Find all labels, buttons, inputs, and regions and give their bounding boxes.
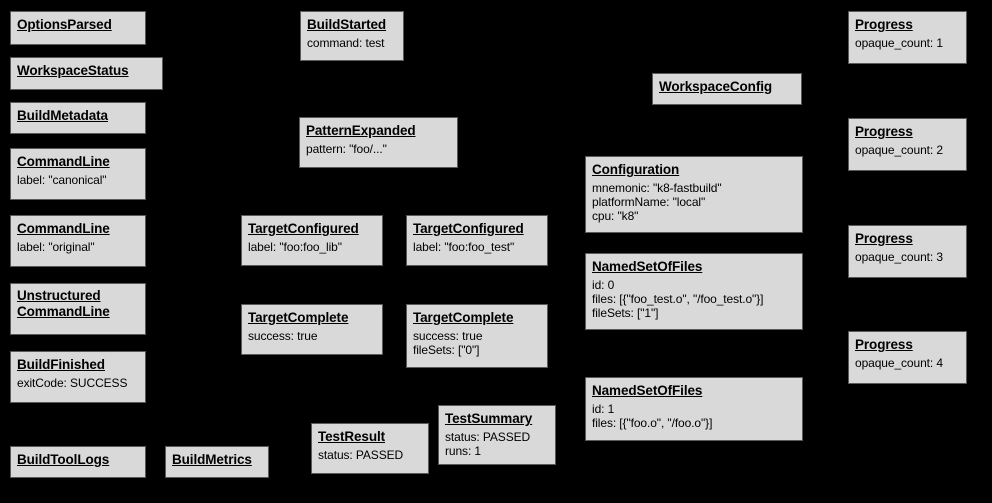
graph-node-build-metrics[interactable]: BuildMetrics <box>165 446 269 478</box>
graph-node-progress-3[interactable]: Progress opaque_count: 3 <box>848 225 967 278</box>
graph-node-fields: exitCode: SUCCESS <box>17 376 139 390</box>
graph-node-fields: label: "foo:foo_test" <box>413 240 541 254</box>
graph-node-build-tool-logs[interactable]: BuildToolLogs <box>10 446 146 478</box>
graph-node-title: Progress <box>855 124 913 139</box>
graph-node-title: TestSummary <box>445 411 533 426</box>
graph-node-field: platformName: "local" <box>592 195 706 210</box>
graph-node-build-metadata[interactable]: BuildMetadata <box>10 102 146 134</box>
graph-node-title: Progress <box>855 231 913 246</box>
graph-node-progress-2[interactable]: Progress opaque_count: 2 <box>848 118 967 171</box>
graph-node-progress-1[interactable]: Progress opaque_count: 1 <box>848 11 967 64</box>
graph-node-title: OptionsParsed <box>17 17 112 32</box>
graph-node-title: TestResult <box>318 429 386 444</box>
graph-node-title: CommandLine <box>17 154 110 169</box>
graph-node-field: label: "foo:foo_test" <box>413 239 515 254</box>
graph-node-title: BuildFinished <box>17 357 105 372</box>
graph-node-fields: label: "canonical" <box>17 173 139 187</box>
graph-node-fields: mnemonic: "k8-fastbuild"platformName: "l… <box>592 181 796 223</box>
graph-node-fields: opaque_count: 2 <box>855 143 960 157</box>
graph-node-title: Progress <box>855 337 913 352</box>
graph-node-title: BuildStarted <box>307 17 387 32</box>
graph-node-field: opaque_count: 2 <box>855 142 943 157</box>
graph-node-command-line-canonical[interactable]: CommandLine label: "canonical" <box>10 148 146 200</box>
graph-node-field: id: 1 <box>592 401 615 416</box>
graph-node-field: exitCode: SUCCESS <box>17 375 128 390</box>
graph-node-field: runs: 1 <box>445 444 481 459</box>
graph-node-title: TargetConfigured <box>248 221 359 236</box>
graph-node-field: success: true <box>413 328 483 343</box>
graph-node-options-parsed[interactable]: OptionsParsed <box>10 11 146 45</box>
graph-node-progress-4[interactable]: Progress opaque_count: 4 <box>848 331 967 384</box>
graph-node-fields: label: "foo:foo_lib" <box>248 240 376 254</box>
graph-node-fields: opaque_count: 3 <box>855 250 960 264</box>
graph-node-title: TargetComplete <box>248 310 349 325</box>
graph-node-fields: success: true <box>248 329 376 343</box>
graph-node-unstructured-cmdline[interactable]: Unstructured CommandLine <box>10 283 146 335</box>
graph-node-title: BuildMetrics <box>172 452 252 467</box>
graph-node-target-complete-lib[interactable]: TargetComplete success: true <box>241 304 383 355</box>
graph-node-configuration[interactable]: Configuration mnemonic: "k8-fastbuild"pla… <box>585 156 803 233</box>
graph-node-build-finished[interactable]: BuildFinished exitCode: SUCCESS <box>10 351 146 403</box>
graph-node-fields: label: "original" <box>17 240 139 254</box>
graph-node-field: label: "canonical" <box>17 172 107 187</box>
graph-node-command-line-original[interactable]: CommandLine label: "original" <box>10 215 146 267</box>
graph-node-workspace-config[interactable]: WorkspaceConfig <box>652 73 802 105</box>
graph-node-field: pattern: "foo/..." <box>306 141 387 156</box>
graph-node-title: Unstructured CommandLine <box>17 288 110 319</box>
graph-node-fields: status: PASSED <box>318 448 422 462</box>
graph-node-field: files: [{"foo_test.o", "/foo_test.o"}] <box>592 292 764 307</box>
graph-node-field: command: test <box>307 35 385 50</box>
graph-node-field: cpu: "k8" <box>592 209 639 224</box>
graph-node-fields: opaque_count: 4 <box>855 356 960 370</box>
graph-node-field: status: PASSED <box>445 429 531 444</box>
graph-node-title: WorkspaceStatus <box>17 63 129 78</box>
graph-node-title: NamedSetOfFiles <box>592 259 703 274</box>
graph-node-fields: opaque_count: 1 <box>855 36 960 50</box>
graph-node-target-configured-lib[interactable]: TargetConfigured label: "foo:foo_lib" <box>241 215 383 266</box>
graph-node-title: Progress <box>855 17 913 32</box>
graph-node-field: opaque_count: 1 <box>855 35 943 50</box>
graph-node-field: mnemonic: "k8-fastbuild" <box>592 180 722 195</box>
graph-node-field: status: PASSED <box>318 447 404 462</box>
graph-node-field: fileSets: ["1"] <box>592 306 659 321</box>
graph-node-field: opaque_count: 4 <box>855 355 943 370</box>
graph-node-pattern-expanded[interactable]: PatternExpanded pattern: "foo/..." <box>299 117 458 168</box>
graph-node-build-started[interactable]: BuildStarted command: test <box>300 11 404 61</box>
graph-node-title: WorkspaceConfig <box>659 79 773 94</box>
graph-node-title: BuildToolLogs <box>17 452 110 467</box>
graph-node-fields: command: test <box>307 36 397 50</box>
graph-node-field: label: "foo:foo_lib" <box>248 239 342 254</box>
graph-node-field: id: 0 <box>592 277 615 292</box>
graph-node-title: TargetConfigured <box>413 221 524 236</box>
graph-node-field: files: [{"foo.o", "/foo.o"}] <box>592 416 713 431</box>
graph-node-target-configured-test[interactable]: TargetConfigured label: "foo:foo_test" <box>406 215 548 266</box>
graph-node-field: label: "original" <box>17 239 95 254</box>
graph-node-title: TargetComplete <box>413 310 514 325</box>
graph-node-title: CommandLine <box>17 221 110 236</box>
graph-node-workspace-status[interactable]: WorkspaceStatus <box>10 57 163 90</box>
graph-node-field: success: true <box>248 328 318 343</box>
graph-node-title: BuildMetadata <box>17 108 108 123</box>
graph-node-title: Configuration <box>592 162 680 177</box>
graph-node-title: NamedSetOfFiles <box>592 383 703 398</box>
graph-node-field: opaque_count: 3 <box>855 249 943 264</box>
graph-node-test-result[interactable]: TestResult status: PASSED <box>311 423 429 474</box>
graph-node-title: PatternExpanded <box>306 123 416 138</box>
graph-node-field: fileSets: ["0"] <box>413 343 480 358</box>
graph-node-fields: pattern: "foo/..." <box>306 142 451 156</box>
